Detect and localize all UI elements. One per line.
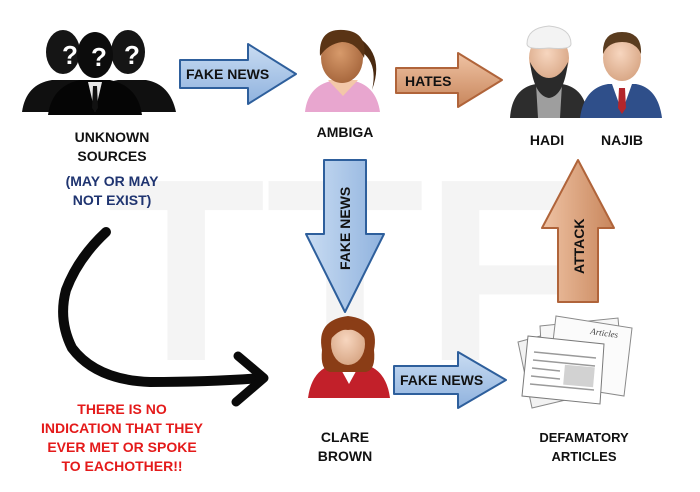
unknown-sources-label: UNKNOWN SOURCES [62, 128, 162, 166]
defamatory-articles-label-line1: DEFAMATORY [539, 430, 629, 445]
arrow-fake-news-clare-to-articles: FAKE NEWS [393, 351, 507, 409]
arrow-label-fake-news-3: FAKE NEWS [400, 372, 483, 388]
arrow-fake-news-ambiga-to-clare: FAKE NEWS [305, 159, 385, 313]
unknown-sources-note-line2: NOT EXIST) [72, 192, 152, 208]
arrow-label-fake-news-1: FAKE NEWS [186, 66, 269, 82]
businessman-avatar-icon [580, 32, 662, 118]
arrow-label-attack: ATTACK [571, 219, 587, 274]
articles-stack-icon: Articles [517, 315, 633, 409]
unknown-sources-note: (MAY OR MAY NOT EXIST) [57, 172, 167, 210]
ambiga-label: AMBIGA [316, 124, 374, 140]
arrow-attack-articles-to-hadi: ATTACK [541, 159, 615, 303]
articles-paper-caption: Articles [589, 326, 620, 340]
arrow-hates-ambiga-to-hadi: HATES [395, 52, 503, 108]
clare-brown-label-line2: BROWN [317, 448, 373, 464]
annotation-line4: TO EACHOTHER!! [61, 458, 183, 474]
annotation-line1: THERE IS NO [77, 401, 167, 417]
clare-brown-label-line1: CLARE [320, 429, 370, 445]
silhouette-person-icon: ? ? ? [22, 30, 176, 115]
hand-drawn-curve-arrow [58, 227, 269, 407]
imam-avatar-icon [510, 25, 588, 118]
svg-text:?: ? [124, 40, 140, 70]
hadi-label: HADI [529, 132, 565, 148]
woman-avatar-icon [305, 29, 380, 112]
svg-text:?: ? [91, 42, 107, 72]
unknown-sources-label-line1: UNKNOWN [74, 129, 150, 145]
annotation-line2: INDICATION THAT THEY [40, 420, 204, 436]
unknown-sources-note-line1: (MAY OR MAY [65, 173, 159, 189]
defamatory-articles-label-line2: ARTICLES [551, 449, 617, 464]
defamatory-articles-label: DEFAMATORY ARTICLES [524, 428, 644, 466]
najib-label: NAJIB [600, 132, 643, 148]
clare-brown-label: CLARE BROWN [305, 428, 385, 466]
arrow-fake-news-sources-to-ambiga: FAKE NEWS [179, 43, 297, 105]
arrow-label-fake-news-2: FAKE NEWS [337, 187, 353, 270]
svg-text:?: ? [62, 40, 78, 70]
woman-avatar-icon [308, 316, 390, 398]
unknown-sources-label-line2: SOURCES [77, 148, 147, 164]
annotation-line3: EVER MET OR SPOKE [47, 439, 197, 455]
arrow-label-hates: HATES [405, 73, 451, 89]
no-contact-annotation: THERE IS NO INDICATION THAT THEY EVER ME… [24, 400, 220, 476]
